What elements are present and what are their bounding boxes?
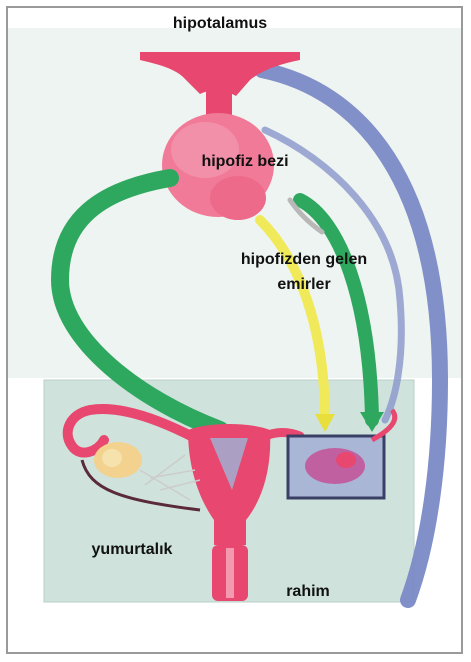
label-pituitary: hipofiz bezi [185,152,305,172]
cervix-channel [226,548,234,598]
label-ovary: yumurtalık [72,540,192,560]
label-hypothalamus: hipotalamus [140,14,300,34]
label-commands-line2: emirler [254,275,354,295]
ovary-right [305,448,365,484]
label-commands-line1: hipofizden gelen [214,250,394,270]
pituitary-lower [210,176,266,220]
ovary-right-follicle [336,452,356,468]
label-uterus: rahim [268,582,348,602]
ovary-left-inner [102,449,122,467]
